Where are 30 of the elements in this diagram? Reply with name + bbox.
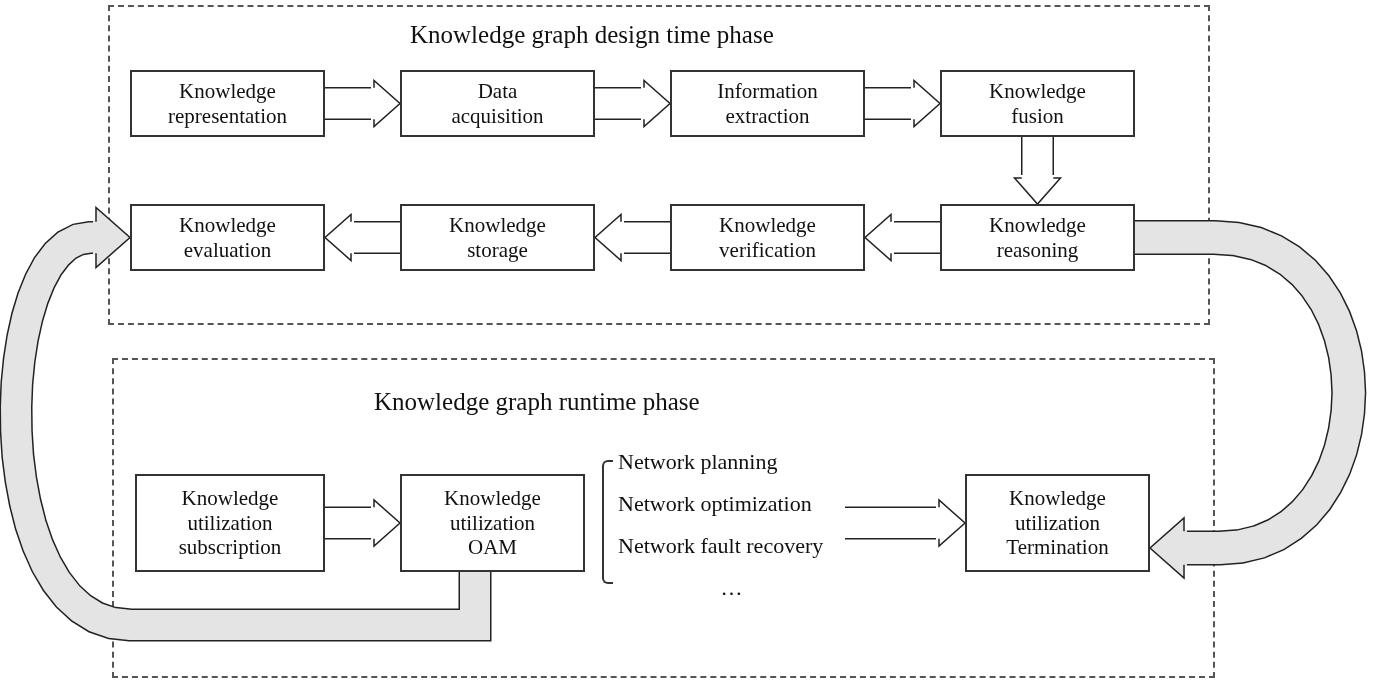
process-box <box>400 70 595 137</box>
process-box <box>130 204 325 271</box>
phase-group <box>112 358 1215 678</box>
list-item: Network optimization <box>618 491 812 517</box>
phase-group <box>108 5 1210 325</box>
process-box <box>670 70 865 137</box>
box-label: Knowledge utilization Termination <box>1005 485 1110 561</box>
process-box <box>400 474 585 572</box>
group-title: Knowledge graph design time phase <box>410 21 774 49</box>
box-label: Knowledge verification <box>718 212 817 263</box>
process-box <box>965 474 1150 572</box>
box-label: Knowledge evaluation <box>178 212 277 263</box>
list-item: … <box>720 575 743 600</box>
process-box <box>940 70 1135 137</box>
box-label: Knowledge representation <box>167 78 288 129</box>
process-box <box>670 204 865 271</box>
box-label: Data acquisition <box>450 78 545 129</box>
box-label: Knowledge fusion <box>988 78 1087 129</box>
process-box <box>130 70 325 137</box>
process-box <box>135 474 325 572</box>
box-label: Information extraction <box>716 78 819 129</box>
box-label: Knowledge reasoning <box>988 212 1087 263</box>
box-label: Knowledge utilization subscription <box>177 485 283 561</box>
list-item: Network planning <box>618 450 778 475</box>
group-title: Knowledge graph runtime phase <box>374 388 700 416</box>
list-item: Network fault recovery <box>618 533 824 559</box>
box-label: Knowledge storage <box>448 212 547 263</box>
process-box <box>400 204 595 271</box>
box-label: Knowledge utilization OAM <box>443 485 542 561</box>
process-box <box>940 204 1135 271</box>
